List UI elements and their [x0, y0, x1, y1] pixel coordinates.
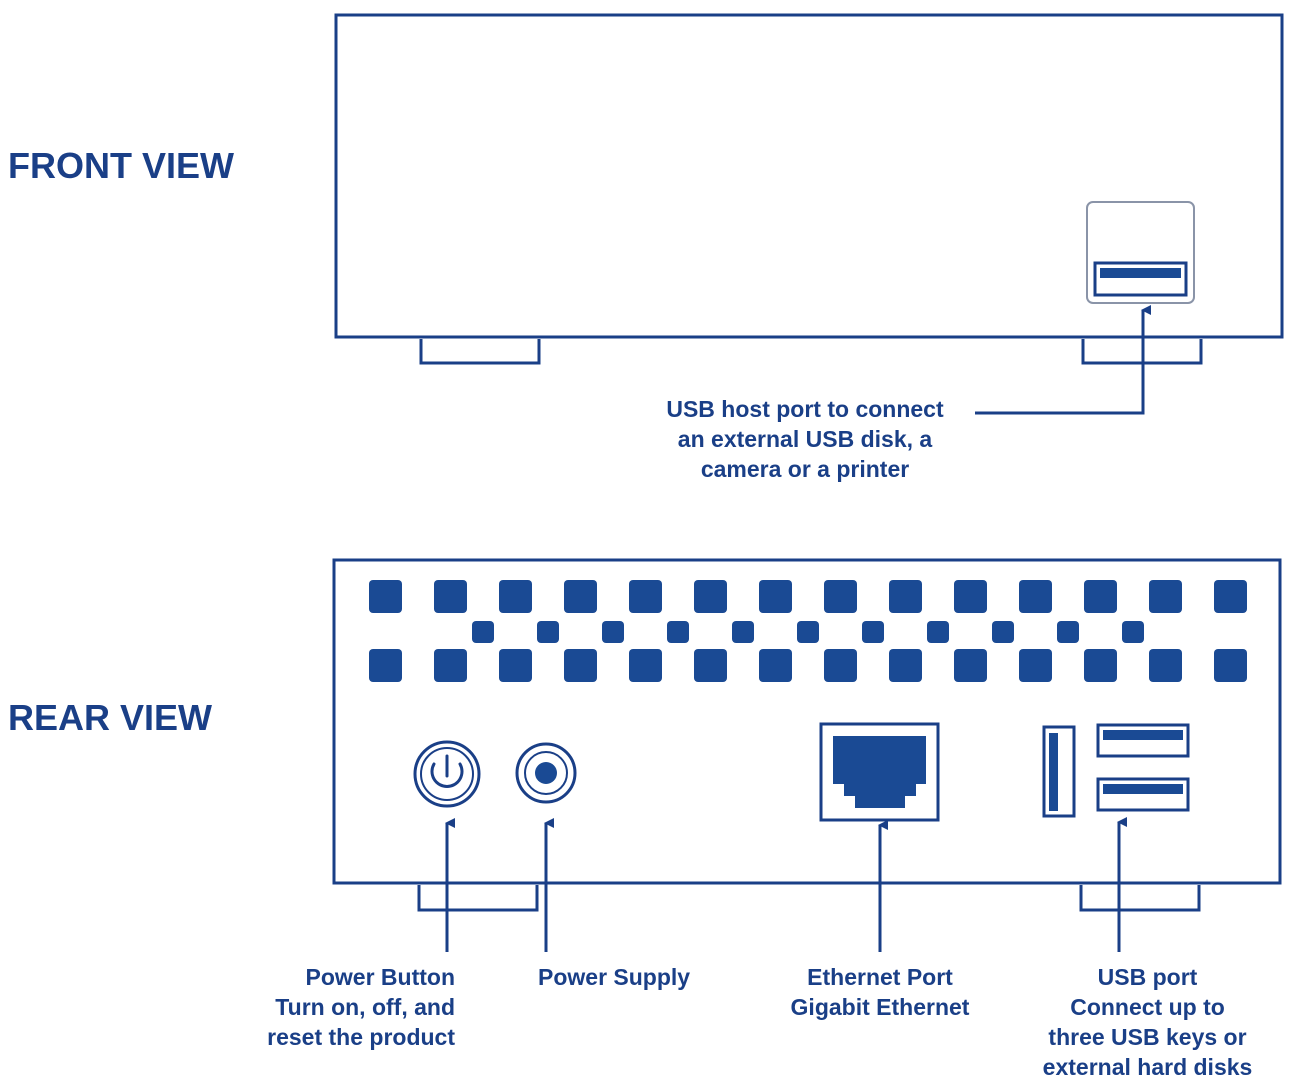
vent-slot	[992, 621, 1014, 643]
front-device	[334, 13, 1284, 365]
dc-jack-icon	[515, 742, 577, 804]
vent-slot	[954, 649, 987, 682]
ethernet-port-callout: Ethernet Port Gigabit Ethernet	[790, 964, 970, 1020]
power-button-callout: Power Button Turn on, off, and reset the…	[267, 964, 455, 1050]
vent-slot	[732, 621, 754, 643]
vent-slot	[1084, 580, 1117, 613]
vent-slot	[954, 580, 987, 613]
vent-slot	[472, 621, 494, 643]
vent-slot	[629, 580, 662, 613]
front-usb-leader-line	[975, 305, 1151, 415]
rear-ventilation-grille	[369, 580, 1247, 682]
vent-slot	[1214, 580, 1247, 613]
vent-slot	[629, 649, 662, 682]
rear-leader-lines	[445, 817, 1127, 952]
power-supply-callout: Power Supply	[538, 964, 691, 990]
front-foot-left	[419, 339, 541, 365]
vent-slot	[1057, 621, 1079, 643]
rear-chassis	[332, 558, 1282, 885]
vent-slot	[1084, 649, 1117, 682]
front-chassis	[334, 13, 1284, 339]
rear-device	[332, 558, 1282, 912]
vent-slot	[1122, 621, 1144, 643]
rear-foot-right	[1079, 885, 1201, 912]
vent-slot	[1019, 580, 1052, 613]
vent-slot	[1019, 649, 1052, 682]
vent-slot	[759, 580, 792, 613]
vent-slot	[434, 580, 467, 613]
vent-slot	[759, 649, 792, 682]
vent-slot	[369, 580, 402, 613]
usb-port-icon	[1042, 723, 1190, 818]
front-usb-host-port-icon	[1086, 201, 1195, 304]
vent-slot	[1149, 580, 1182, 613]
vent-slot	[694, 649, 727, 682]
vent-slot	[499, 580, 532, 613]
vent-slot	[369, 649, 402, 682]
vent-slot	[889, 580, 922, 613]
vent-slot	[667, 621, 689, 643]
vent-slot	[564, 649, 597, 682]
vent-slot	[1214, 649, 1247, 682]
rear-view-title: REAR VIEW	[8, 697, 213, 738]
vent-slot	[797, 621, 819, 643]
vent-slot	[889, 649, 922, 682]
vent-slot	[499, 649, 532, 682]
usb-host-port-callout: USB host port to connect an external USB…	[666, 396, 944, 482]
rear-foot-left	[417, 885, 539, 912]
vent-slot	[434, 649, 467, 682]
vent-slot	[537, 621, 559, 643]
front-view-title: FRONT VIEW	[8, 145, 234, 186]
usb-port-callout: USB port Connect up to three USB keys or…	[1042, 964, 1253, 1080]
vent-slot	[927, 621, 949, 643]
vent-slot	[694, 580, 727, 613]
vent-slot	[602, 621, 624, 643]
vent-slot	[1149, 649, 1182, 682]
power-symbol-icon	[413, 740, 481, 808]
vent-slot	[824, 649, 857, 682]
vent-slot	[564, 580, 597, 613]
rj45-port-icon	[819, 722, 940, 822]
vent-slot	[862, 621, 884, 643]
vent-slot	[824, 580, 857, 613]
